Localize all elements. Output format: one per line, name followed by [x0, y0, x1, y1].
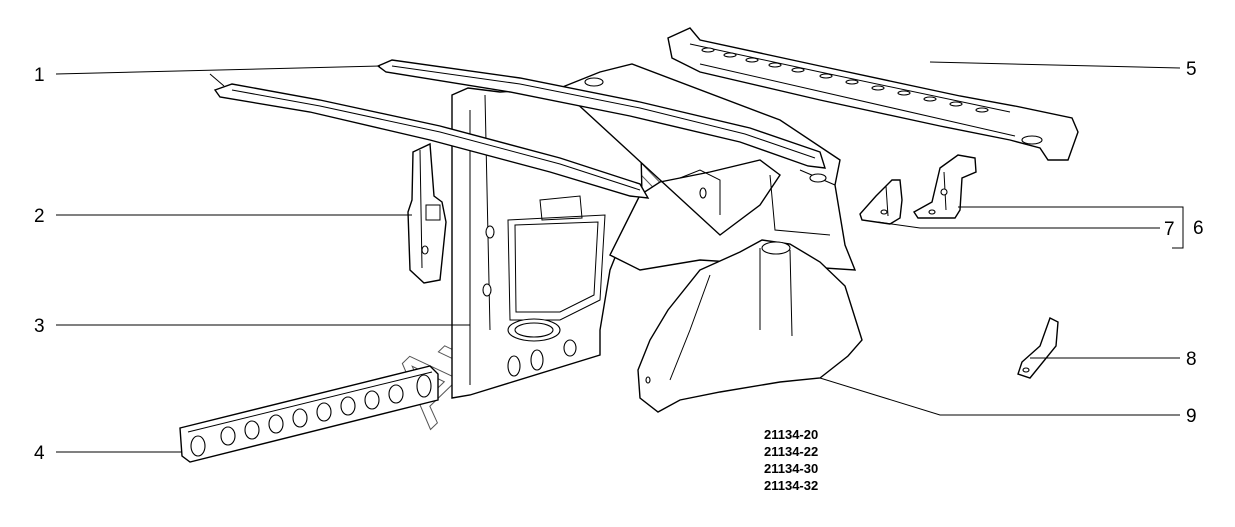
part-rear-longitudinal-member — [667, 27, 1079, 161]
model-code: 21134-30 — [764, 461, 819, 476]
callout-5: 5 — [1186, 59, 1197, 80]
rail-slots — [701, 47, 1043, 145]
callout-1: 1 — [34, 65, 45, 86]
model-code: 21134-20 — [764, 427, 819, 442]
callout-4: 4 — [34, 443, 45, 464]
callout-8: 8 — [1186, 349, 1197, 370]
part-clip-bracket — [1017, 317, 1059, 379]
model-code: 21134-32 — [764, 478, 819, 493]
leader-lines — [55, 61, 1184, 453]
callout-9: 9 — [1186, 406, 1197, 427]
callout-7: 7 — [1164, 219, 1175, 240]
part-bracket-left — [859, 179, 903, 225]
part-pillar-bracket — [407, 142, 447, 284]
part-roof-rails — [213, 59, 826, 199]
callout-labels: 1 2 3 4 5 6 7 8 9 — [34, 59, 1204, 464]
model-codes: 21134-20 21134-22 21134-30 21134-32 — [764, 426, 874, 494]
part-wheel-arch — [637, 239, 863, 413]
part-bracket-right — [912, 154, 977, 219]
callout-2: 2 — [34, 206, 45, 227]
callout-3: 3 — [34, 316, 45, 337]
model-code: 21134-22 — [764, 444, 819, 459]
callout-6: 6 — [1193, 218, 1204, 239]
part-sill-reinforcement — [179, 365, 439, 463]
